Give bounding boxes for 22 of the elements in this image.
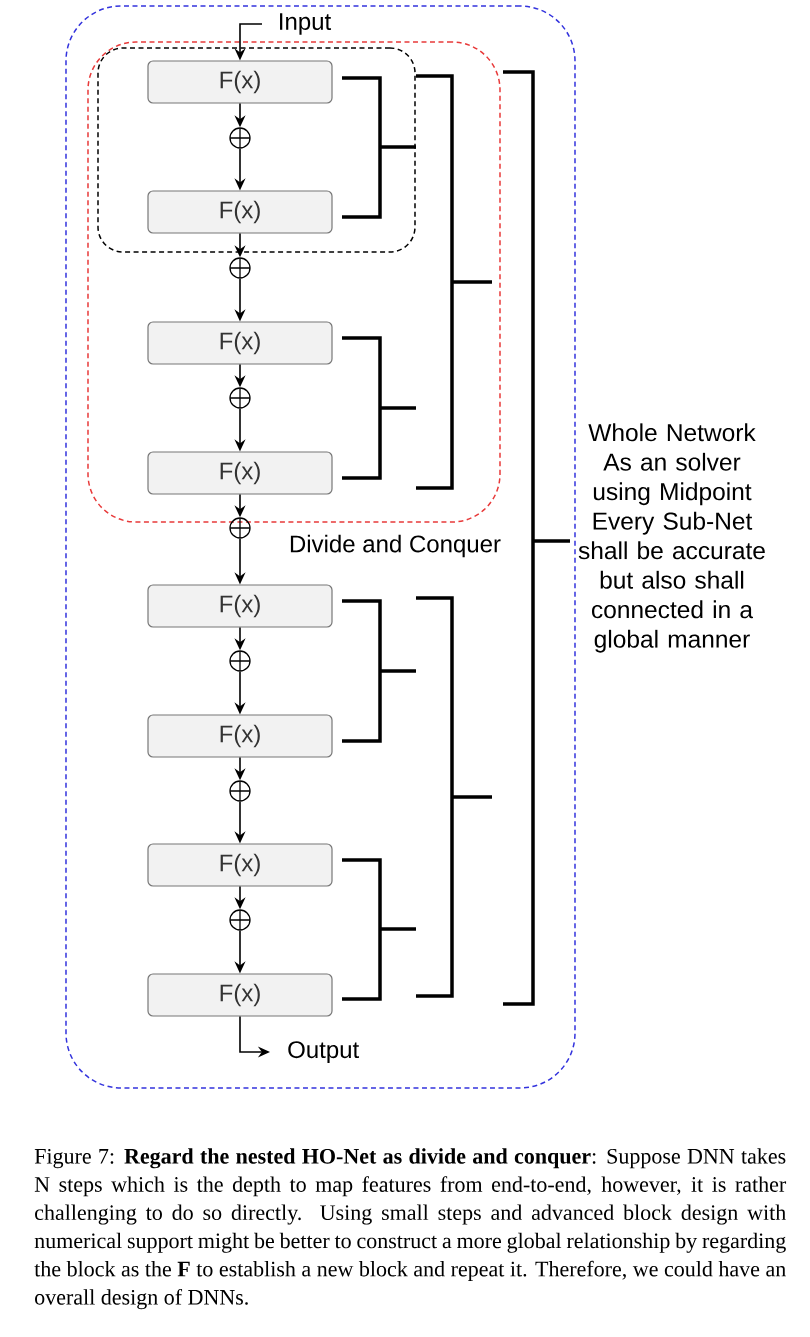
process-box: F(x) (147, 321, 333, 365)
sum-symbol (229, 909, 251, 931)
sum-symbol (229, 257, 251, 279)
io-label: Input (280, 13, 331, 35)
group-label: Divide and Conquer (290, 534, 501, 558)
process-box: F(x) (147, 451, 333, 495)
sum-symbol (229, 387, 251, 409)
io-label: Output (288, 1041, 359, 1063)
process-box: F(x) (147, 714, 333, 758)
process-box: F(x) (147, 843, 333, 887)
annotation-text: Whole Network As an solver using Midpoint Every Sub-Net shall be accurate but also shall connected in a global manner (578, 423, 765, 653)
process-box: F(x) (147, 973, 333, 1017)
sum-symbol (229, 650, 251, 672)
dashed-frame (97, 47, 416, 253)
sum-symbol (229, 517, 251, 539)
process-box: F(x) (147, 190, 333, 234)
caption: Figure 7: Regard the nested HO-Net as divide and conquer: Suppose DNN takes N steps which is the depth to map features from end-to-end, however, it is rather challenging to do so directly. Using small steps and advanced block design with numerical support might be better to construct a more global relationship by regarding the block as the F to establish a new block and repeat it. Therefore, we could have an overall design of DNNs. (34, 1148, 787, 1310)
process-box: F(x) (147, 584, 333, 628)
sum-symbol (229, 780, 251, 802)
process-box: F(x) (147, 60, 333, 104)
sum-symbol (229, 127, 251, 149)
dashed-frame (65, 5, 576, 1089)
